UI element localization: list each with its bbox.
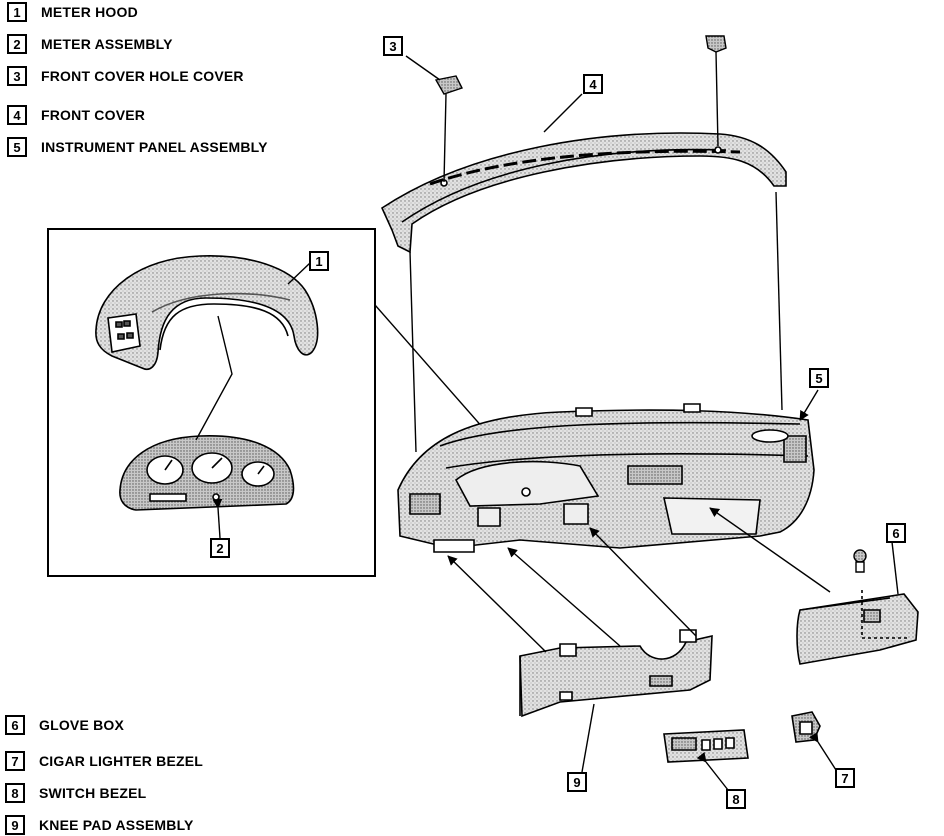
callout-2: 2 bbox=[210, 538, 230, 558]
legend-number: 9 bbox=[5, 815, 25, 835]
switch-bezel bbox=[664, 730, 748, 762]
legend-number: 2 bbox=[7, 34, 27, 54]
callout-4: 4 bbox=[583, 74, 603, 94]
callout-3: 3 bbox=[383, 36, 403, 56]
legend-item-3: 3 FRONT COVER HOLE COVER bbox=[7, 65, 244, 87]
callout-6: 6 bbox=[886, 523, 906, 543]
legend-number: 4 bbox=[7, 105, 27, 125]
legend-item-9: 9 KNEE PAD ASSEMBLY bbox=[5, 814, 194, 836]
legend-number: 5 bbox=[7, 137, 27, 157]
legend-number: 6 bbox=[5, 715, 25, 735]
legend-label: INSTRUMENT PANEL ASSEMBLY bbox=[41, 139, 268, 155]
legend-number: 1 bbox=[7, 2, 27, 22]
knee-pad-assembly bbox=[520, 630, 712, 716]
legend-item-2: 2 METER ASSEMBLY bbox=[7, 33, 173, 55]
legend-number: 8 bbox=[5, 783, 25, 803]
callout-9: 9 bbox=[567, 772, 587, 792]
legend-number: 7 bbox=[5, 751, 25, 771]
inset-frame bbox=[48, 229, 375, 576]
callout-1: 1 bbox=[309, 251, 329, 271]
legend-item-8: 8 SWITCH BEZEL bbox=[5, 782, 146, 804]
glove-box-damper bbox=[854, 550, 866, 572]
legend-label: FRONT COVER HOLE COVER bbox=[41, 68, 244, 84]
meter-assembly bbox=[120, 436, 294, 510]
glove-box bbox=[797, 590, 918, 664]
legend-label: FRONT COVER bbox=[41, 107, 146, 123]
legend-number: 3 bbox=[7, 66, 27, 86]
legend-item-5: 5 INSTRUMENT PANEL ASSEMBLY bbox=[7, 136, 268, 158]
legend-item-1: 1 METER HOOD bbox=[7, 1, 138, 23]
front-cover-hole-cover bbox=[436, 76, 462, 94]
callout-8: 8 bbox=[726, 789, 746, 809]
cigar-lighter-bezel bbox=[792, 712, 820, 742]
callout-7: 7 bbox=[835, 768, 855, 788]
legend-item-4: 4 FRONT COVER bbox=[7, 104, 145, 126]
front-cover-clip bbox=[706, 36, 726, 52]
legend-label: KNEE PAD ASSEMBLY bbox=[39, 817, 194, 833]
legend-label: CIGAR LIGHTER BEZEL bbox=[39, 753, 204, 769]
legend-item-6: 6 GLOVE BOX bbox=[5, 714, 124, 736]
legend-label: GLOVE BOX bbox=[39, 717, 125, 733]
legend-label: SWITCH BEZEL bbox=[39, 785, 147, 801]
callout-5: 5 bbox=[809, 368, 829, 388]
legend-label: METER HOOD bbox=[41, 4, 138, 20]
legend-item-7: 7 CIGAR LIGHTER BEZEL bbox=[5, 750, 203, 772]
front-cover bbox=[382, 133, 786, 252]
legend-label: METER ASSEMBLY bbox=[41, 36, 173, 52]
meter-hood bbox=[96, 256, 318, 369]
instrument-panel bbox=[398, 404, 814, 552]
